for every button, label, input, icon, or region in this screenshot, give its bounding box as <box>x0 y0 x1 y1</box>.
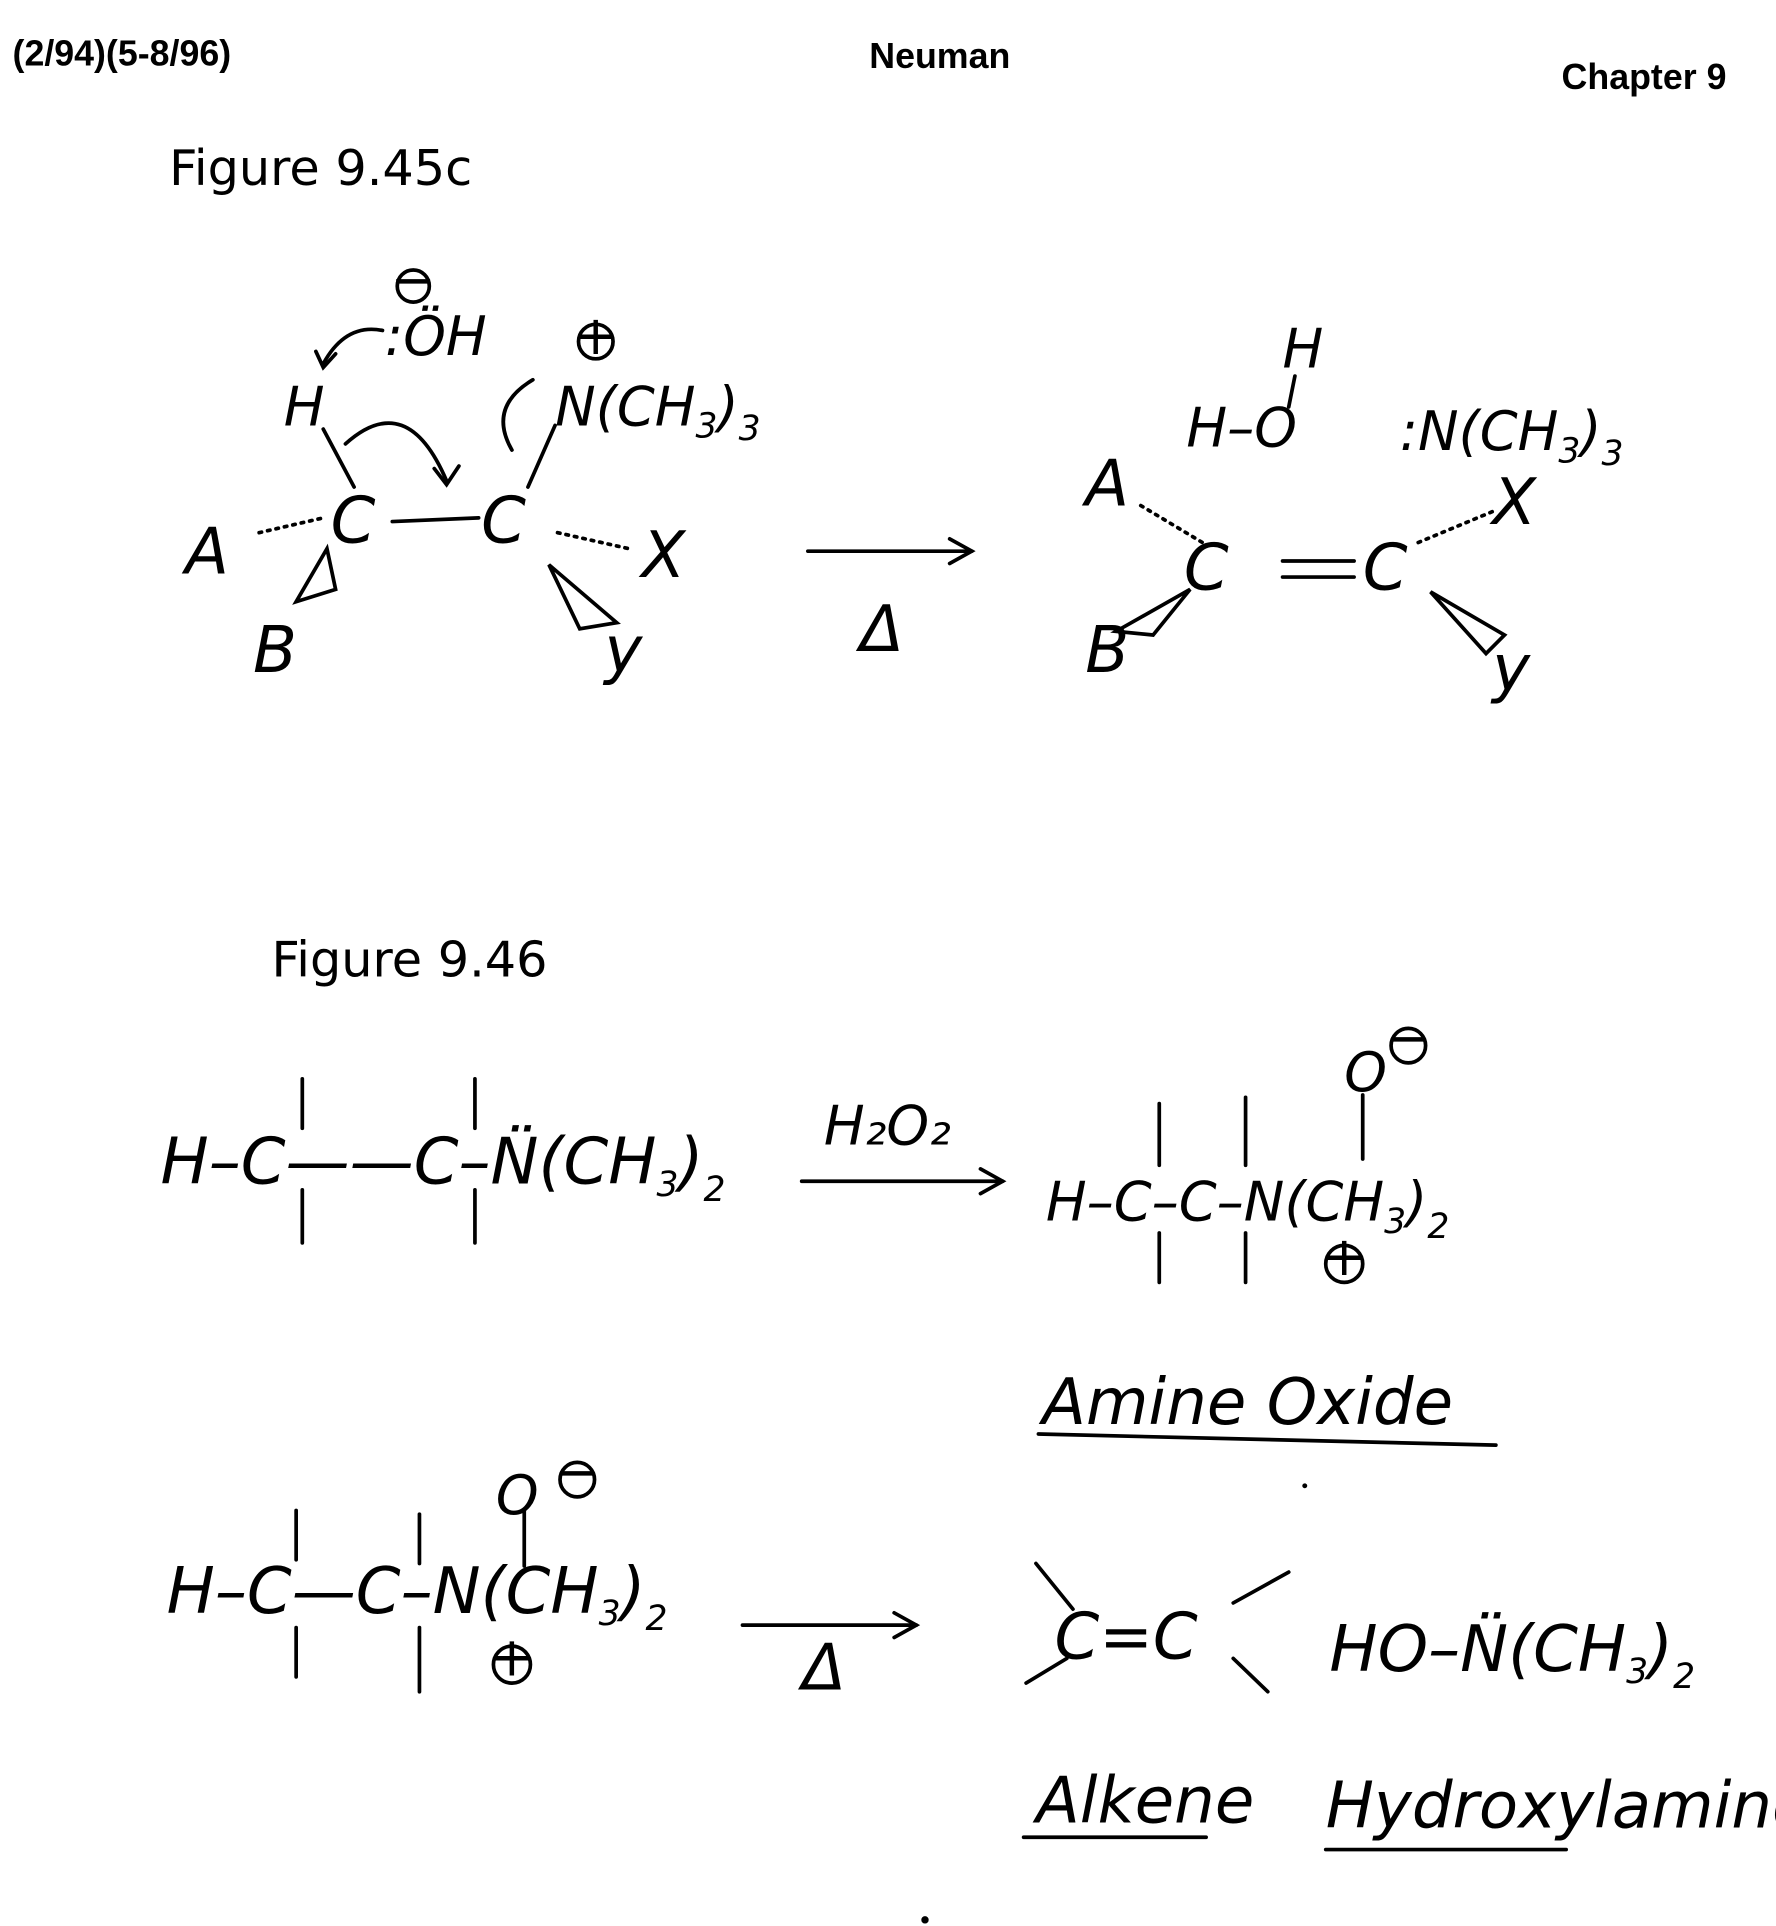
oxidation-arrow: H₂O₂ <box>799 1094 1007 1196</box>
minus-charge-circle <box>395 268 432 304</box>
amine-oxide-chain: H–C—C–N(CH3)2 <box>167 1554 668 1639</box>
water-h-label: H <box>1283 317 1324 380</box>
figure-9-45c-title: Figure 9.45c <box>169 139 472 197</box>
oxygen-label: O <box>496 1464 539 1527</box>
heat-delta: Δ <box>797 1630 846 1705</box>
alkene-structure: C=C <box>1054 1599 1197 1674</box>
substituent-a: A <box>1081 447 1129 522</box>
figure-9-46-title: Figure 9.46 <box>271 931 547 989</box>
substituent-a: A <box>181 514 229 589</box>
hydroxylamine-structure: HO–N̈(CH3)2 <box>1329 1611 1695 1697</box>
carbon-2-label: C <box>1363 530 1408 605</box>
plus-sign: + <box>489 1626 534 1689</box>
minus-sign: − <box>1386 1007 1431 1070</box>
header-chapter: Chapter 9 <box>1562 57 1727 97</box>
substituent-x: X <box>1489 465 1538 540</box>
elimination-products: C=C HO–N̈(CH3)2 Alkene Hydroxylamine <box>1021 1561 1776 1852</box>
header-dates: (2/94)(5-8/96) <box>13 33 232 73</box>
substituent-b: B <box>1085 613 1129 688</box>
minus-charge-circle <box>1389 1026 1428 1065</box>
substituent-x: X <box>638 518 687 593</box>
water-label: H–O <box>1186 396 1297 459</box>
hydroxide-label: :ÖH <box>385 305 487 368</box>
amine-oxide-product: H–C–C–N(CH3)2 O − + Amine Oxide <box>1036 1007 1498 1447</box>
plus-sign: + <box>1321 1225 1366 1288</box>
e2-product: H H–O :N(CH3)3 A B C C X y <box>1081 317 1623 706</box>
heat-delta: Δ <box>855 592 904 667</box>
amine-oxide-label: Amine Oxide <box>1038 1365 1453 1440</box>
carbon-1-label: C <box>331 484 376 559</box>
oxidation-reactant: H–C——C–N̈(CH3)2 <box>161 1077 726 1245</box>
stray-dot <box>1302 1483 1308 1489</box>
minus-sign: − <box>391 248 436 311</box>
curved-arrow-ch-to-cc <box>343 421 449 483</box>
plus-charge-circle <box>576 322 615 361</box>
hydrogen-label: H <box>284 375 325 438</box>
minus-charge-circle <box>558 1460 597 1499</box>
page-dot <box>921 1916 929 1924</box>
plus-charge-circle <box>1323 1243 1365 1285</box>
elimination-reactant: H–C—C–N(CH3)2 O − + <box>167 1441 668 1694</box>
hydroxylamine-label: Hydroxylamine <box>1326 1768 1776 1843</box>
elimination-arrow: Δ <box>740 1610 921 1705</box>
oxygen-label: O <box>1344 1041 1387 1104</box>
reaction-arrow-1: Δ <box>806 536 976 667</box>
header-author: Neuman <box>869 36 1010 76</box>
substituent-b: B <box>253 613 297 688</box>
plus-sign: + <box>573 304 618 367</box>
dimethylamine-chain: H–C——C–N̈(CH3)2 <box>161 1124 726 1210</box>
carbon-2-label: C <box>481 484 526 559</box>
curved-arrow-cn <box>501 377 535 452</box>
minus-sign: − <box>555 1441 600 1504</box>
curved-arrow-oh-to-h <box>321 327 385 366</box>
amine-oxide-chain: H–C–C–N(CH3)2 <box>1046 1171 1449 1247</box>
plus-charge-circle <box>491 1644 533 1685</box>
hydrogen-peroxide-reagent: H₂O₂ <box>824 1094 951 1157</box>
e2-reactant: − :ÖH + N(CH3)3 H C C A B X y <box>181 248 760 688</box>
carbon-1-label: C <box>1184 530 1229 605</box>
trimethylammonium-label: N(CH3)3 <box>555 375 761 449</box>
trimethylamine-label: :N(CH3)3 <box>1400 400 1624 474</box>
alkene-label: Alkene <box>1032 1763 1254 1838</box>
